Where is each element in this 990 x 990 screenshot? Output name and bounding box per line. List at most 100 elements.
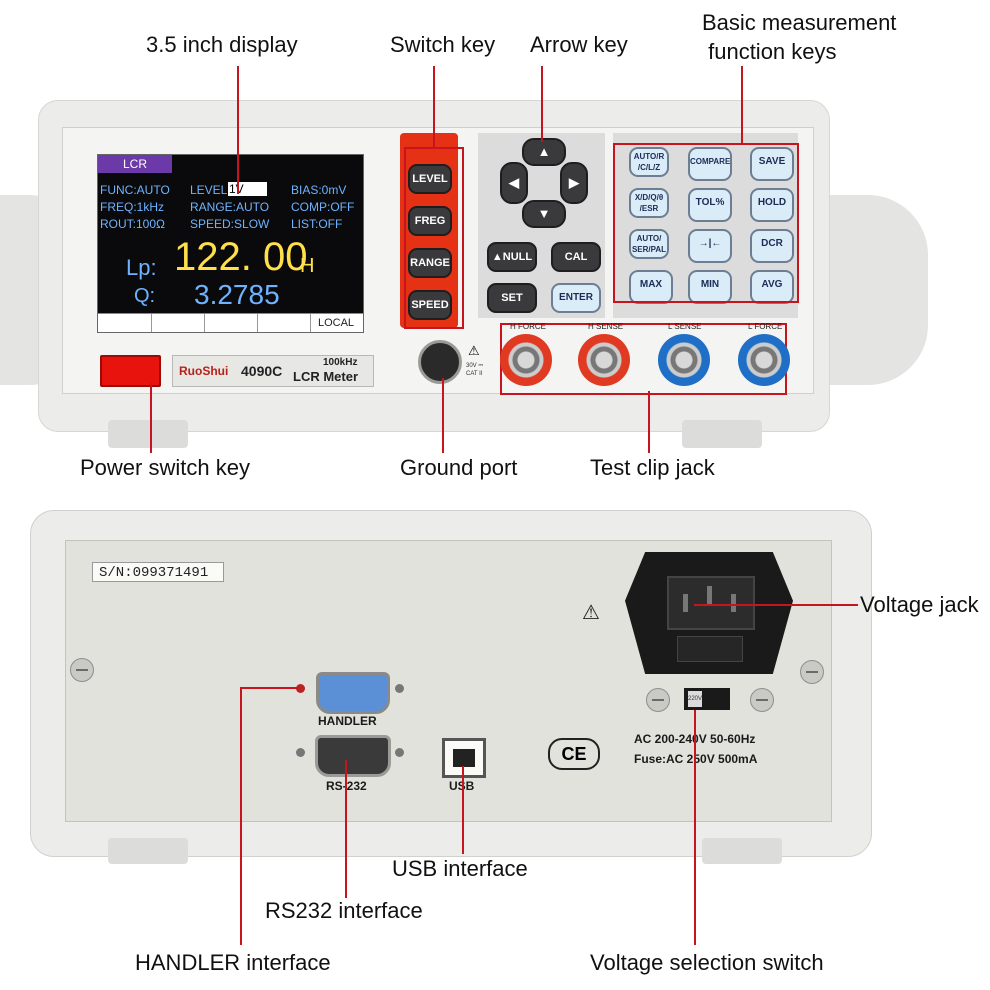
cal-key[interactable]: CAL	[551, 242, 601, 272]
l-sense-jack[interactable]	[658, 334, 710, 386]
screen-secondary-label: Q:	[134, 285, 156, 307]
handler-screw-left	[296, 684, 305, 693]
screen-comp: COMP:OFF	[291, 200, 355, 214]
voltage-selection-callout: Voltage selection switch	[590, 950, 824, 975]
ground-callout-line	[442, 378, 444, 453]
usb-label: USB	[449, 779, 474, 793]
brand-model: 4090C	[241, 363, 283, 379]
ground-port-callout: Ground port	[400, 455, 518, 480]
voltage-jack-callout-line	[694, 604, 858, 606]
screen-primary-unit: H	[300, 255, 315, 277]
rs232-interface-callout: RS232 interface	[265, 898, 423, 923]
brand-plate: RuoShui 4090C 100kHz LCR Meter	[172, 355, 374, 387]
handler-port[interactable]	[316, 672, 390, 714]
screen-level-value: 1V	[228, 182, 267, 196]
dcr-key[interactable]: DCR	[750, 229, 794, 263]
arrow-key-callout: Arrow key	[530, 32, 628, 57]
display-callout: 3.5 inch display	[146, 32, 298, 57]
arrow-right-key[interactable]: ▶	[560, 162, 588, 204]
x-d-q-esr-key[interactable]: X/D/Q/θ /ESR	[629, 188, 669, 218]
voltage-selection-callout-line	[694, 710, 696, 945]
screen-list: LIST:OFF	[291, 217, 343, 231]
voltage-switch-value: 220V	[688, 691, 702, 707]
ground-port[interactable]	[418, 340, 462, 384]
null-key[interactable]: ▲NULL	[487, 242, 537, 272]
selector-screw-left	[646, 688, 670, 712]
min-key[interactable]: MIN	[688, 270, 732, 304]
screen-primary-label: Lp:	[126, 255, 157, 280]
rear-warning-icon: ⚠	[582, 602, 600, 624]
handler-label: HANDLER	[318, 714, 377, 728]
level-key[interactable]: LEVEL	[408, 164, 452, 194]
l-force-label: L FORCE	[748, 322, 783, 331]
handler-callout-line-h	[240, 687, 298, 689]
rear-foot-right	[702, 838, 782, 864]
rs232-callout-line	[345, 760, 347, 898]
handler-interface-callout: HANDLER interface	[135, 950, 331, 975]
rs232-screw-left	[296, 748, 305, 757]
brand-type: LCR Meter	[293, 369, 359, 384]
rear-screw-right	[800, 660, 824, 684]
freg-key[interactable]: FREG	[408, 206, 452, 236]
screen-tab: LCR	[98, 155, 172, 173]
brand-freq: 100kHz	[323, 357, 358, 368]
screen-range: RANGE:AUTO	[190, 200, 270, 214]
h-force-jack[interactable]	[500, 334, 552, 386]
voltage-jack[interactable]	[625, 552, 793, 674]
function-key-highlight	[613, 143, 799, 303]
hold-key[interactable]: HOLD	[750, 188, 794, 222]
l-sense-label: L SENSE	[668, 322, 702, 331]
screen-local-label: LOCAL	[317, 317, 355, 329]
basic-keys-callout: Basic measurement function keys	[702, 10, 897, 64]
l-force-jack[interactable]	[738, 334, 790, 386]
h-sense-label: H SENSE	[588, 322, 624, 331]
max-key[interactable]: MAX	[629, 270, 673, 304]
power-switch[interactable]	[100, 355, 161, 387]
enter-key[interactable]: ENTER	[551, 283, 601, 313]
auto-rclz-key[interactable]: AUTO/R /C/L/Z	[629, 147, 669, 177]
screen-freq: FREQ:1kHz	[100, 200, 165, 214]
screen-softkey-bar: LOCAL	[98, 313, 363, 332]
usb-interface-callout: USB interface	[392, 856, 528, 881]
auto-ser-pal-key[interactable]: AUTO/ SER/PAL	[629, 229, 669, 259]
selector-screw-right	[750, 688, 774, 712]
voltage-selection-switch[interactable]: 220V	[684, 688, 730, 710]
range-key[interactable]: RANGE	[408, 248, 452, 278]
h-sense-jack[interactable]	[578, 334, 630, 386]
ground-rating: 30V ⎓ CAT II	[466, 363, 484, 377]
front-right-handle	[818, 195, 928, 385]
arrow-down-key[interactable]: ▼	[522, 200, 566, 228]
lcd-display: LCR FUNC:AUTO LEVEL: 1V BIAS:0mV FREQ:1k…	[97, 154, 364, 333]
function-callout-line	[741, 66, 743, 144]
display-callout-line	[237, 66, 239, 194]
screen-func: FUNC:AUTO	[100, 183, 170, 197]
handler-screw-right	[395, 684, 404, 693]
power-switch-callout: Power switch key	[80, 455, 250, 480]
arrow-callout-line	[541, 66, 543, 142]
compare-key[interactable]: COMPARE	[688, 147, 732, 181]
set-key[interactable]: SET	[487, 283, 537, 313]
usb-port[interactable]	[442, 738, 486, 778]
save-key[interactable]: SAVE	[750, 147, 794, 181]
screen-secondary-value: 3.2785	[194, 279, 280, 310]
bin-key[interactable]: →|←	[688, 229, 732, 263]
rear-screw-left	[70, 658, 94, 682]
speed-key[interactable]: SPEED	[408, 290, 452, 320]
usb-callout-line	[462, 766, 464, 854]
power-callout-line	[150, 383, 152, 453]
serial-label: S/N:099371491	[92, 562, 224, 582]
handler-callout-line-v	[240, 687, 242, 945]
rs232-port[interactable]	[315, 735, 391, 777]
screen-rout: ROUT:100Ω	[100, 217, 165, 231]
arrow-left-key[interactable]: ◀	[500, 162, 528, 204]
switch-key-callout: Switch key	[390, 32, 496, 57]
screen-primary-value: 122. 00	[174, 235, 308, 279]
ce-mark: CE	[548, 738, 600, 770]
tol-key[interactable]: TOL%	[688, 188, 732, 222]
switch-key-highlight	[404, 147, 464, 329]
switch-callout-line	[433, 66, 435, 148]
avg-key[interactable]: AVG	[750, 270, 794, 304]
screen-level-label: LEVEL:	[190, 183, 231, 197]
h-force-label: H FORCE	[510, 322, 546, 331]
arrow-up-key[interactable]: ▲	[522, 138, 566, 166]
